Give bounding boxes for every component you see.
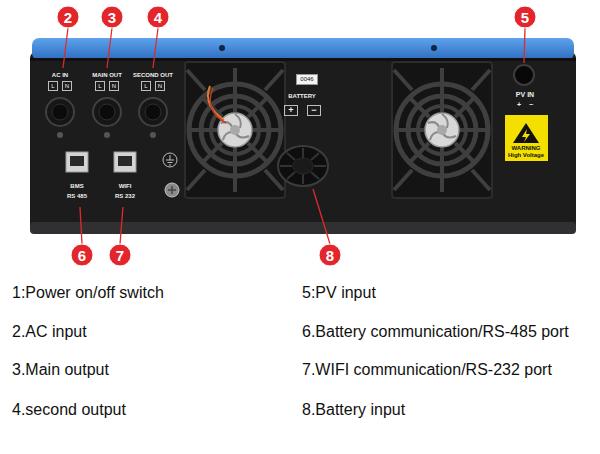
part-description: 5:PV input (302, 285, 376, 301)
panel-label: BATTERY (288, 93, 316, 99)
callout-circle (71, 244, 93, 266)
terminal-label: − (529, 101, 533, 108)
callout-number: 5 (521, 10, 529, 25)
node-heading: WARNING (512, 145, 541, 151)
leader-line (524, 28, 525, 63)
battery-gland (278, 146, 328, 186)
inverter-housing (30, 52, 576, 234)
terminal-label: + (284, 105, 297, 116)
power-switch (514, 65, 534, 85)
ground-symbol (163, 153, 177, 167)
cable-gland (46, 98, 167, 138)
inverter-housing (30, 58, 576, 61)
ground-screw (165, 183, 179, 197)
callout-number: 2 (64, 10, 72, 25)
node-heading: 0046 (300, 76, 313, 82)
ground-screw (165, 183, 179, 197)
cable-gland (99, 104, 115, 120)
part-description: 3.Main output (12, 362, 109, 378)
callout-circle (57, 6, 79, 28)
lightning-bolt (522, 129, 530, 142)
callout-circle (101, 6, 123, 28)
leader-line (63, 28, 525, 244)
terminal-label: PV IN (516, 91, 534, 98)
warning-sticker: WARNINGHigh Voltage (504, 114, 549, 162)
battery-gland (293, 158, 313, 174)
leader-line (63, 28, 68, 68)
rj45-port (114, 152, 136, 172)
fan-wire (210, 88, 226, 123)
part-description: 8.Battery input (302, 402, 405, 418)
callout-circle (57, 6, 536, 266)
terminal-label: L (141, 81, 150, 91)
cable-gland (104, 132, 110, 138)
panel-label: RS 232 (115, 193, 135, 199)
ground-symbol (163, 153, 177, 167)
part-description: 6.Battery communication/RS-485 port (302, 324, 569, 340)
inverter-housing (30, 222, 576, 234)
part-description: 2.AC input (12, 324, 87, 340)
terminal-label: N (155, 81, 165, 91)
rj45-port (66, 152, 88, 172)
leader-line (153, 28, 158, 68)
rj45-port (66, 152, 136, 172)
callout-circle (147, 6, 169, 28)
serial-sticker: 0046 (296, 74, 318, 85)
callout-number: 4 (154, 10, 162, 25)
panel-label: BMS (70, 183, 83, 189)
battery-gland (278, 146, 328, 186)
inverter-housing (219, 45, 225, 51)
terminal-label: L (95, 81, 104, 91)
callout-circle (319, 244, 341, 266)
cable-gland (139, 98, 167, 126)
inverter-housing (431, 45, 437, 51)
leader-line (313, 189, 330, 244)
callout-number: 6 (78, 248, 86, 263)
leader-line (120, 207, 123, 244)
terminal-label: − (307, 105, 320, 116)
ground-symbol (166, 155, 174, 165)
cable-gland (145, 104, 161, 120)
fan-wire (208, 86, 226, 123)
callout-circle (109, 244, 131, 266)
cable-gland (52, 104, 68, 120)
panel-label: SECOND OUT (133, 72, 173, 78)
terminal-label: N (62, 81, 72, 91)
leader-line (80, 207, 82, 244)
inverter-housing (30, 38, 576, 234)
battery-gland (280, 148, 326, 184)
terminal-label: N (109, 81, 119, 91)
terminal-label: L (48, 81, 57, 91)
inverter-housing (32, 38, 574, 60)
callout-number: 7 (116, 248, 124, 263)
ground-screw (168, 186, 176, 194)
callout-number: 8 (326, 248, 334, 263)
power-switch (514, 65, 534, 85)
cable-gland (46, 98, 74, 126)
cable-gland (93, 98, 121, 126)
panel-label: MAIN OUT (92, 72, 122, 78)
leader-line (107, 28, 112, 68)
part-description: 7.WIFI communication/RS-232 port (302, 362, 552, 378)
rj45-port (70, 156, 84, 166)
cable-gland (57, 132, 63, 138)
warning-triangle (511, 121, 541, 145)
panel-label: WIFI (119, 183, 132, 189)
cable-gland (150, 132, 156, 138)
node-text: High Voltage (508, 152, 544, 158)
cooling-fan (392, 62, 492, 198)
callout-number: 3 (108, 10, 116, 25)
cooling-fan (185, 62, 285, 198)
callout-circle (514, 6, 536, 28)
warning-triangle (513, 123, 539, 143)
terminal-label: + (517, 101, 521, 108)
part-description: 4.second output (12, 402, 126, 418)
rj45-port (118, 156, 132, 166)
part-description: 1:Power on/off switch (12, 285, 164, 301)
panel-label: RS 485 (67, 193, 87, 199)
panel-label: AC IN (52, 72, 68, 78)
